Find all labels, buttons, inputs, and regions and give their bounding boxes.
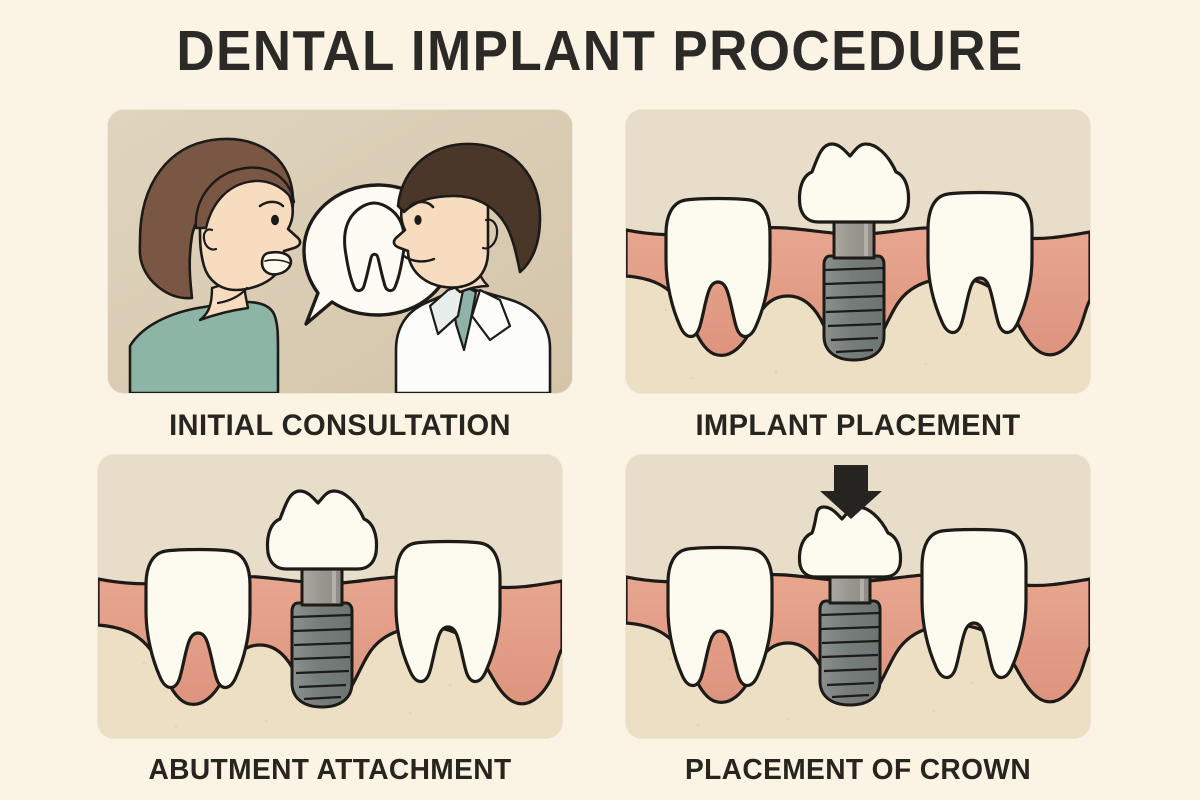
caption-implant-placement: IMPLANT PLACEMENT: [695, 409, 1021, 442]
caption-abutment-attachment: ABUTMENT ATTACHMENT: [148, 754, 512, 786]
dentist-eye: [414, 215, 422, 225]
implant-screw: [290, 601, 354, 709]
woman-eyebrow: [258, 200, 285, 208]
caption-initial-consultation: INITIAL CONSULTATION: [169, 409, 511, 442]
woman-eye: [271, 214, 279, 226]
illustration-abutment-attachment: [98, 455, 562, 738]
page-title: DENTAL IMPLANT PROCEDURE: [176, 19, 1024, 83]
illustration-initial-consultation: [108, 110, 572, 393]
illustration-implant-placement: [626, 110, 1090, 393]
screw-threads: [292, 613, 352, 701]
woman-hair-front: [194, 166, 296, 230]
screw-body: [822, 254, 886, 362]
woman-ear: [202, 228, 218, 251]
dentist-profile: [392, 142, 552, 393]
dentist-collar-right: [470, 288, 512, 342]
natural-tooth-right: [394, 539, 502, 684]
natural-tooth-right: [926, 190, 1034, 335]
tooth-icon: [343, 201, 406, 293]
screw-threads: [820, 611, 880, 699]
dentist-ear: [481, 218, 499, 250]
woman-mouth: [260, 250, 293, 276]
panel-abutment-attachment[interactable]: ABUTMENT ATTACHMENT: [98, 455, 562, 787]
implant-screw: [818, 599, 882, 707]
panel-placement-of-crown[interactable]: PLACEMENT OF CROWN: [626, 455, 1090, 787]
implant-screw: [822, 254, 886, 362]
dentist-hair: [396, 142, 542, 274]
dentist-eyebrow: [408, 200, 435, 209]
caption-placement-of-crown: PLACEMENT OF CROWN: [684, 754, 1032, 786]
woman-patient-profile: [128, 137, 302, 393]
natural-tooth-left: [664, 196, 772, 339]
dentist-mouth: [402, 254, 436, 263]
crown-seated: [265, 489, 379, 571]
natural-tooth-right: [920, 527, 1028, 680]
woman-mouth-line: [264, 259, 290, 264]
screw-body: [290, 601, 354, 709]
crown-detached: [797, 505, 903, 579]
natural-tooth-left: [144, 547, 252, 690]
screw-body: [818, 599, 882, 707]
natural-tooth-left: [666, 545, 774, 688]
woman-jawline: [216, 286, 249, 305]
down-arrow-icon: [820, 465, 882, 519]
panel-initial-consultation[interactable]: INITIAL CONSULTATION: [108, 110, 572, 443]
illustration-placement-of-crown: [626, 455, 1090, 738]
screw-threads: [824, 266, 884, 354]
panel-implant-placement[interactable]: IMPLANT PLACEMENT: [626, 110, 1090, 443]
crown-seated: [797, 142, 911, 224]
